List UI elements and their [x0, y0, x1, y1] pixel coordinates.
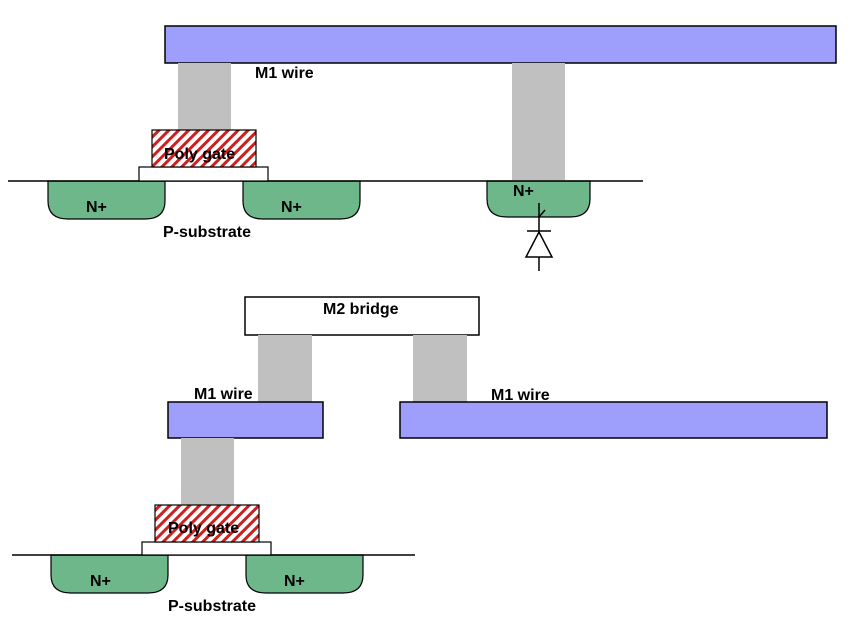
- m2-bridge-label: M2 bridge: [323, 301, 399, 318]
- top-n-plus-right: [242, 180, 361, 220]
- bottom-m1-wire-left: [167, 401, 324, 439]
- top-figure: M1 wire N+ N+ N+ Poly gate P-substrate: [8, 25, 837, 271]
- bottom-via-right-m2: [413, 335, 467, 402]
- top-m1-wire: [164, 25, 837, 64]
- bottom-gate-oxide: [141, 541, 272, 556]
- top-via-gate: [178, 63, 231, 130]
- top-n-plus-left: [47, 180, 166, 220]
- top-via-diode: [512, 63, 565, 180]
- bottom-n-plus-right: [245, 554, 364, 594]
- top-gate-oxide: [138, 166, 269, 182]
- top-n-plus-diode-label: N+: [513, 183, 534, 200]
- bottom-n-plus-right-label: N+: [284, 573, 305, 590]
- bottom-via-gate: [181, 438, 234, 505]
- top-poly-gate: [151, 129, 257, 168]
- bottom-m1-wire-left-label: M1 wire: [194, 386, 253, 403]
- bottom-poly-gate: [154, 504, 260, 543]
- bottom-n-plus-left: [50, 554, 169, 594]
- top-n-plus-right-label: N+: [281, 199, 302, 216]
- bottom-p-substrate-label: P-substrate: [168, 598, 256, 615]
- m2-bridge: [244, 296, 480, 336]
- bottom-poly-gate-label: Poly gate: [168, 520, 239, 537]
- top-n-plus-diode: [486, 180, 591, 218]
- top-p-substrate-label: P-substrate: [163, 224, 251, 241]
- top-n-plus-left-label: N+: [86, 199, 107, 216]
- top-m1-wire-label: M1 wire: [255, 65, 314, 82]
- bottom-n-plus-left-label: N+: [90, 573, 111, 590]
- top-poly-gate-label: Poly gate: [164, 146, 235, 163]
- bottom-via-left-m2: [258, 335, 312, 402]
- bottom-m1-wire-right: [399, 401, 828, 439]
- bottom-m1-wire-right-label: M1 wire: [491, 387, 550, 404]
- diode-icon: [524, 203, 554, 271]
- bottom-figure: M2 bridge M1 wire M1 wire N+ N+ Poly gat…: [12, 296, 828, 615]
